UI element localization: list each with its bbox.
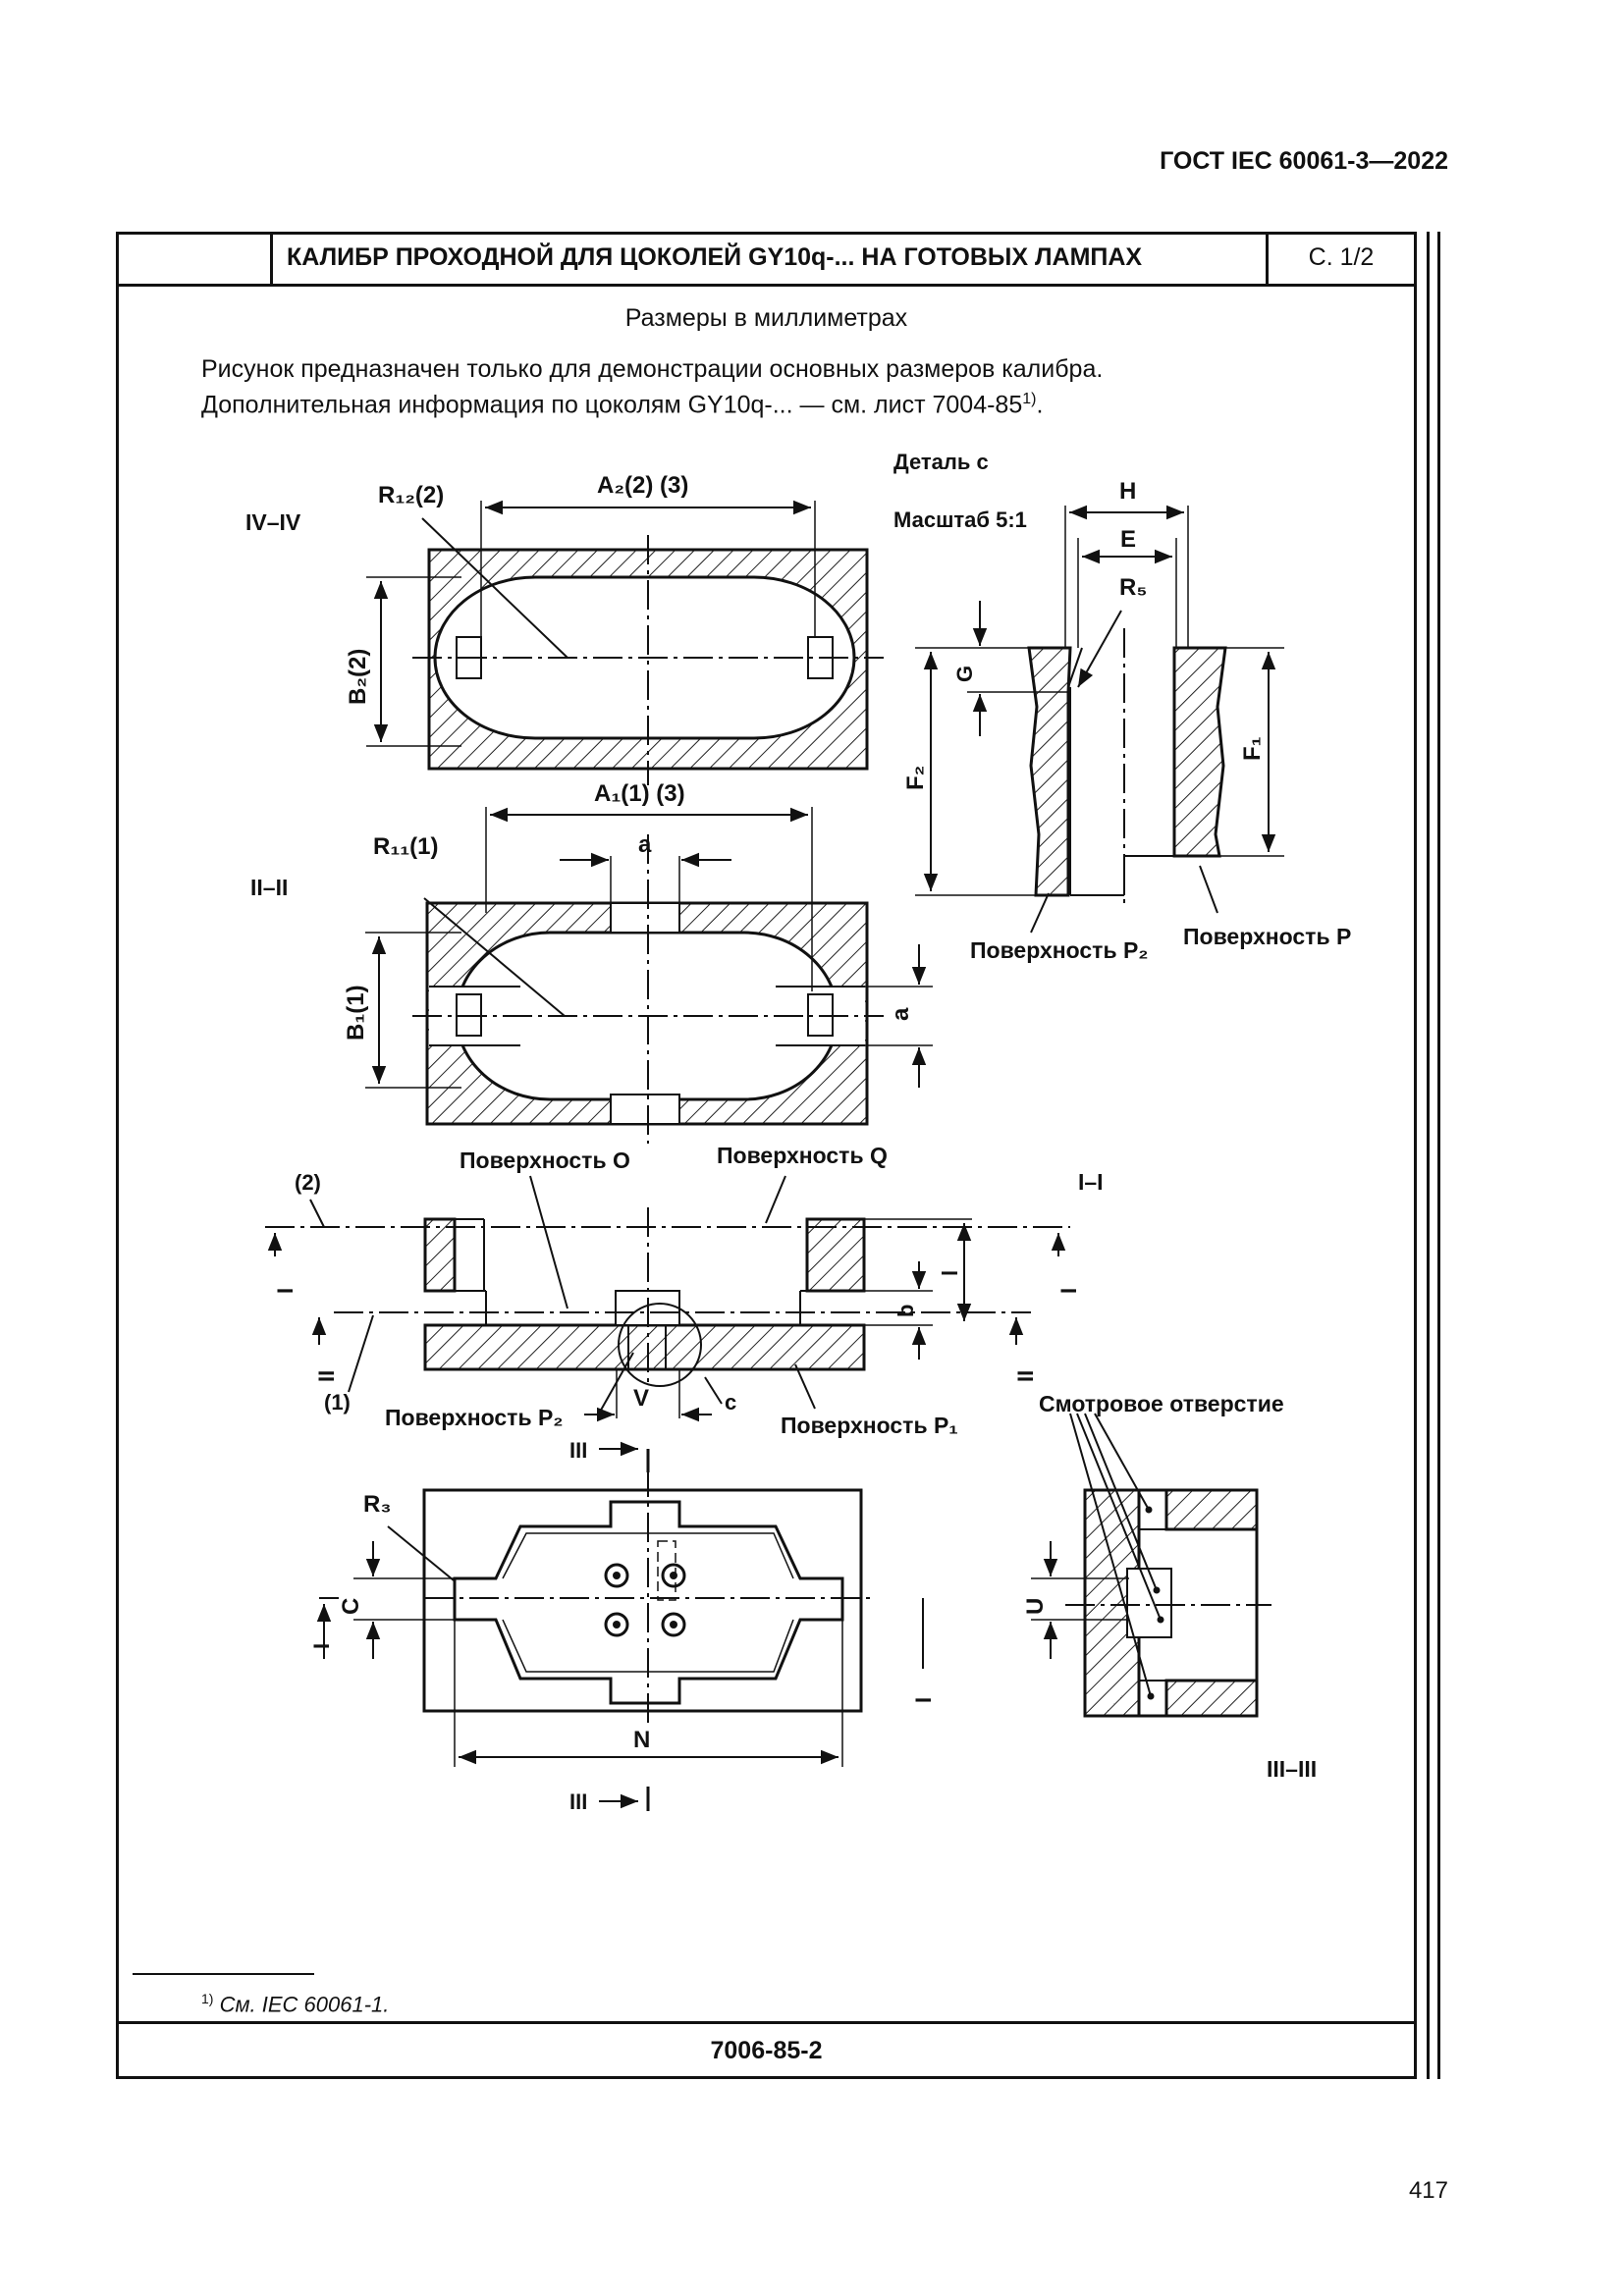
detail-c-marker: c	[725, 1390, 736, 1415]
dim-b-label: b	[893, 1305, 918, 1317]
purpose-note: Рисунок предназначен только для демонстр…	[201, 355, 1104, 383]
dim-a-vertical-label: a	[888, 1007, 914, 1021]
cut-mark-ii-right: II	[1013, 1370, 1038, 1382]
page-number: 417	[1408, 2177, 1448, 2204]
dim-h-label: H	[1119, 478, 1136, 505]
dim-v-label: V	[633, 1385, 649, 1412]
footnote-mark: 1)	[201, 1991, 214, 2006]
surface-q-label: Поверхность Q	[717, 1143, 888, 1168]
section-iv-view: IV–IV A₂(2) (3) R₁₂(2) B₂(2)	[245, 472, 884, 785]
viewing-hole-label: Смотровое отверстие	[1039, 1391, 1284, 1416]
dim-b1-label: B₁(1)	[343, 985, 369, 1041]
units-note: Размеры в миллиметрах	[624, 304, 908, 332]
additional-info-note: Дополнительная информация по цоколям GY1…	[201, 391, 1043, 419]
surface-p2-label: Поверхность P₂	[385, 1405, 564, 1430]
section-i-label: I–I	[1078, 1169, 1104, 1195]
additional-info-end: .	[1036, 391, 1044, 419]
dim-r5-label: R₅	[1119, 574, 1147, 601]
cut-mark-iii-top: III	[569, 1438, 587, 1463]
dim-e-label: E	[1120, 526, 1136, 553]
detail-c-scale: Масштаб 5:1	[893, 507, 1027, 532]
surface-o-label: Поверхность O	[460, 1148, 630, 1173]
dim-u-label: U	[1022, 1598, 1049, 1615]
frame-double-rule	[1427, 232, 1430, 2079]
section-iv-label: IV–IV	[245, 509, 301, 535]
dim-g-label: G	[952, 666, 977, 682]
ref-1-label: (1)	[324, 1390, 351, 1415]
footnote-reference: 1)	[1022, 391, 1037, 407]
footnote-text: См. IEC 60061-1.	[219, 1992, 390, 2017]
cut-mark-i-plan-right: I	[911, 1697, 936, 1703]
section-i-view: (2) (1) Поверхность O Поверхность Q I–I …	[265, 1143, 1104, 1438]
cut-mark-i-plan-left: I	[309, 1643, 334, 1649]
sheet-frame	[116, 232, 1417, 2079]
sheet-code: 7006-85-2	[116, 2021, 1417, 2079]
frame-double-rule-outer	[1437, 232, 1440, 2079]
surface-p-label: Поверхность P	[1183, 924, 1351, 949]
sheet-title: КАЛИБР ПРОХОДНОЙ ДЛЯ ЦОКОЛЕЙ GY10q-... Н…	[273, 232, 1269, 284]
dim-r3-label: R₃	[363, 1491, 391, 1518]
section-ii-view: II–II A₁(1) (3) R₁₁(1) B₁(1) a a	[250, 780, 933, 1144]
dim-n-label: N	[633, 1727, 650, 1753]
dim-f1-label: F₁	[1239, 736, 1266, 761]
section-iii-label: III–III	[1267, 1756, 1317, 1782]
footnote-separator	[133, 1973, 314, 1975]
viewing-hole-leaders	[1069, 1413, 1164, 1700]
dim-f2-label: F₂	[902, 766, 929, 790]
dim-a-label: a	[638, 831, 652, 858]
pin-holes	[604, 1563, 686, 1637]
dim-b2-label: B₂(2)	[345, 649, 371, 705]
dim-a2-label: A₂(2) (3)	[597, 472, 688, 499]
footnote: 1) См. IEC 60061-1.	[201, 1991, 389, 2017]
dim-r12-label: R₁₂(2)	[378, 482, 444, 508]
section-iii-view: Смотровое отверстие U III–III	[1022, 1391, 1317, 1782]
ref-2-label: (2)	[295, 1170, 321, 1195]
surface-p2-label-detail: Поверхность P₂	[970, 937, 1149, 963]
detail-c-title: Деталь c	[893, 450, 989, 474]
standard-number: ГОСТ IEC 60061-3—2022	[1160, 147, 1448, 175]
dim-r11-label: R₁₁(1)	[373, 833, 439, 860]
cut-mark-i-right: I	[1056, 1288, 1081, 1294]
sheet-page-indicator: С. 1/2	[1308, 243, 1375, 271]
detail-c-view: Деталь c Масштаб 5:1 H E R₅ G F₂ F₁ Пове…	[893, 450, 1351, 963]
cut-mark-iii-bottom: III	[569, 1789, 587, 1814]
title-block-blank-cell	[116, 232, 273, 284]
title-block: КАЛИБР ПРОХОДНОЙ ДЛЯ ЦОКОЛЕЙ GY10q-... Н…	[116, 232, 1417, 287]
cut-mark-i-left: I	[273, 1288, 298, 1294]
additional-info-text: Дополнительная информация по цоколям GY1…	[201, 391, 1023, 419]
dim-c-label: C	[338, 1598, 364, 1615]
section-ii-label: II–II	[250, 875, 288, 900]
surface-p1-label: Поверхность P₁	[781, 1413, 958, 1438]
dim-a1-label: A₁(1) (3)	[594, 780, 685, 807]
cut-mark-ii-left: II	[314, 1370, 339, 1382]
dim-l-label: l	[938, 1270, 962, 1276]
plan-view: R₃ C N III III I I	[309, 1438, 936, 1814]
